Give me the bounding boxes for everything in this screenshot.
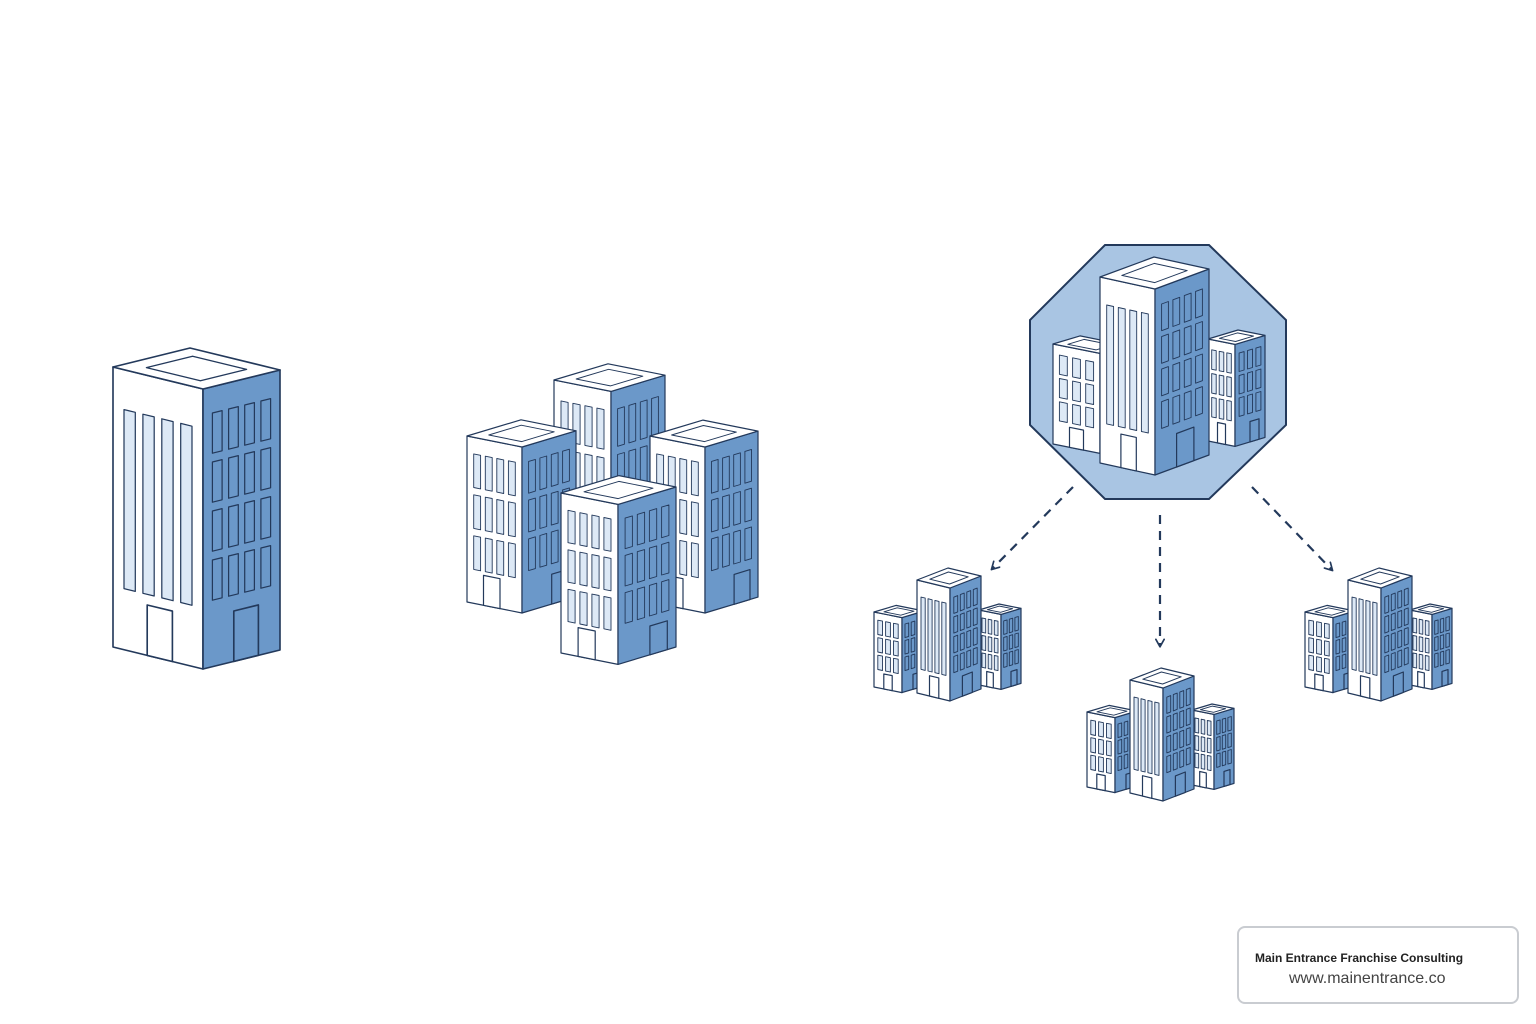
building-icon bbox=[466, 419, 577, 614]
building-icon bbox=[916, 567, 982, 702]
arrow-to-right-branch bbox=[1251, 486, 1334, 572]
building-icon bbox=[1129, 667, 1195, 802]
building-icon bbox=[1099, 256, 1210, 476]
building-icon bbox=[1207, 329, 1266, 447]
building-icon bbox=[873, 604, 925, 694]
hub-buildings-icon bbox=[1052, 256, 1266, 476]
building-icon bbox=[1304, 604, 1356, 694]
company-url[interactable]: www.mainentrance.co bbox=[1289, 970, 1446, 987]
building-icon bbox=[1191, 703, 1235, 791]
branch-center-buildings-icon bbox=[1086, 667, 1235, 802]
building-cluster-icon bbox=[466, 363, 759, 666]
hub-network-icon bbox=[873, 244, 1453, 802]
branding-card: Main Entrance Franchise Consulting www.m… bbox=[1237, 926, 1519, 1004]
company-name: Main Entrance Franchise Consulting bbox=[1255, 951, 1464, 965]
building-icon bbox=[1409, 603, 1453, 691]
arrow-to-left-branch bbox=[990, 486, 1074, 571]
building-icon bbox=[978, 603, 1022, 691]
branch-left-buildings-icon bbox=[873, 567, 1022, 702]
building-icon bbox=[1347, 567, 1413, 702]
building-icon bbox=[560, 475, 677, 666]
building-icon bbox=[112, 347, 281, 670]
single-building-icon bbox=[112, 347, 281, 670]
branch-right-buildings-icon bbox=[1304, 567, 1453, 702]
